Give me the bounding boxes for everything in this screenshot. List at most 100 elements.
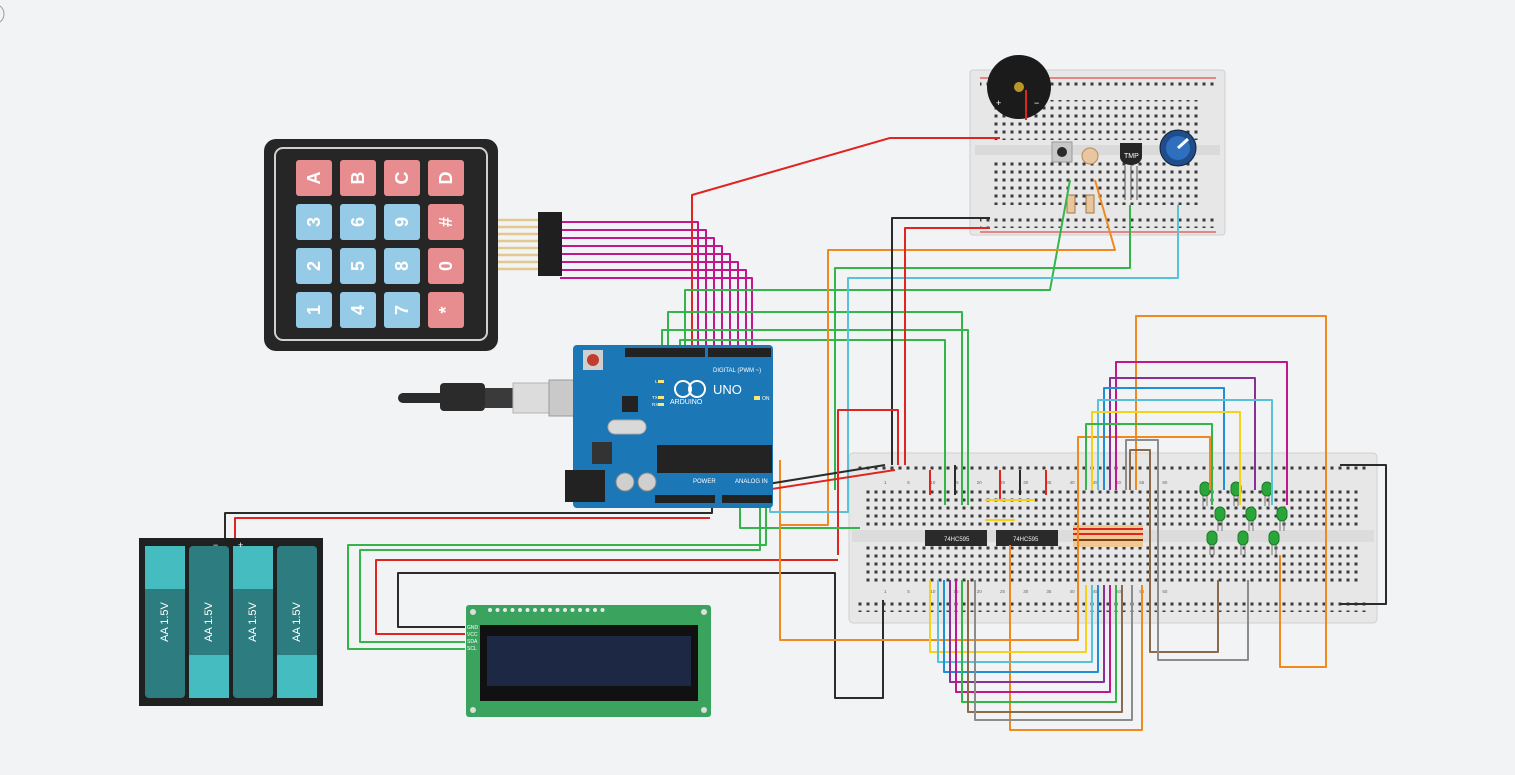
wire-green-3[interactable] (661, 329, 969, 505)
top-breadboard[interactable]: + − TMP (969, 55, 1226, 236)
keypad-key-3[interactable]: 3 (296, 204, 332, 240)
green-led[interactable] (1230, 481, 1242, 506)
wire-orange-4[interactable] (1009, 545, 1143, 731)
wire-magenta-led[interactable] (1115, 361, 1288, 505)
keypad-key-1[interactable]: 1 (296, 292, 332, 328)
wire-blue-led[interactable] (1103, 387, 1225, 490)
green-led[interactable] (1276, 506, 1288, 531)
chip-2[interactable]: 74HC595 (996, 530, 1058, 546)
wire-orange-2[interactable] (779, 436, 1211, 641)
led-label-l: L (655, 379, 658, 384)
keypad-key-*[interactable]: * (428, 292, 464, 328)
wire-battery-red[interactable] (234, 517, 710, 540)
wire-black-right[interactable] (1340, 464, 1387, 605)
col-number: 5 (907, 589, 910, 594)
wire-orange-3[interactable] (1135, 315, 1327, 668)
wire-gray-low[interactable] (974, 580, 1133, 721)
keypad-key-A[interactable]: A (296, 160, 332, 196)
keypad-key-0[interactable]: 0 (428, 248, 464, 284)
chip-1[interactable]: 74HC595 (925, 530, 987, 546)
keypad-key-label: 6 (348, 217, 368, 227)
photoresistor[interactable] (1081, 147, 1099, 165)
led-array[interactable] (1199, 481, 1288, 555)
arduino-uno[interactable]: DIGITAL (PWM ~) ARDUINO UNO ON POWER ANA… (398, 345, 773, 508)
power-jack[interactable] (565, 470, 605, 502)
wire-keypad-6[interactable] (560, 261, 739, 350)
reset-button[interactable] (587, 354, 599, 366)
col-number: 1 (884, 589, 887, 594)
wire-green-5[interactable] (834, 205, 1131, 490)
wire-keypad-8[interactable] (560, 277, 753, 350)
wire-purple-led[interactable] (1109, 377, 1256, 490)
wire-green-arduino[interactable] (739, 505, 860, 529)
keypad-key-C[interactable]: C (384, 160, 420, 196)
col-number: 5 (907, 480, 910, 485)
wire-lightblue-1[interactable] (769, 205, 1179, 513)
wire-purple-low[interactable] (949, 580, 1105, 683)
wire-keypad-1[interactable] (560, 221, 699, 350)
led-label-tx: TX (652, 395, 658, 400)
wire-brown-right[interactable] (1129, 449, 1219, 653)
keypad-key-6[interactable]: 6 (340, 204, 376, 240)
green-led[interactable] (1245, 506, 1257, 531)
keypad-key-#[interactable]: # (428, 204, 464, 240)
col-number: 20 (977, 589, 983, 594)
keypad-key-2[interactable]: 2 (296, 248, 332, 284)
keypad-key-D[interactable]: D (428, 160, 464, 196)
keypad-key-B[interactable]: B (340, 160, 376, 196)
wire-lcd-gnd[interactable] (397, 572, 884, 699)
lcd-display[interactable]: GND VCC SDA SCL (466, 605, 711, 717)
resistor-bank[interactable] (1073, 525, 1143, 547)
wire-green-led[interactable] (1085, 423, 1213, 505)
keypad-connector[interactable] (538, 212, 562, 276)
usb-cable[interactable] (440, 383, 485, 411)
green-led[interactable] (1199, 481, 1211, 506)
wire-keypad-5[interactable] (560, 253, 731, 350)
battery-cell: AA 1.5V (145, 546, 185, 698)
wire-keypad-2[interactable] (560, 229, 707, 350)
keypad-key-label: 8 (392, 261, 412, 271)
wire-orange-1[interactable] (779, 179, 1116, 526)
wire-red-loop[interactable] (837, 409, 899, 555)
wire-keypad-4[interactable] (560, 245, 723, 350)
led-label-rx: RX (652, 402, 658, 407)
wire-lcd-scl[interactable] (347, 505, 767, 650)
resistor-2[interactable] (1085, 194, 1095, 214)
wire-black-rail[interactable] (891, 217, 990, 465)
wire-lightblue-low[interactable] (937, 580, 1093, 663)
wire-red-buzzer[interactable] (691, 137, 1000, 350)
wire-lcd-vcc[interactable] (375, 559, 838, 635)
keypad-key-7[interactable]: 7 (384, 292, 420, 328)
wire-yellow-low[interactable] (929, 580, 1087, 653)
wire-red-rail[interactable] (904, 227, 990, 465)
green-led[interactable] (1268, 530, 1280, 555)
keypad-key-8[interactable]: 8 (384, 248, 420, 284)
green-led[interactable] (1206, 530, 1218, 555)
wire-keypad-7[interactable] (560, 269, 747, 350)
wire-green-low[interactable] (961, 580, 1117, 703)
green-led[interactable] (1214, 506, 1226, 531)
keypad-key-9[interactable]: 9 (384, 204, 420, 240)
wire-yellow-led[interactable] (1091, 411, 1241, 505)
wire-lcd-sda[interactable] (359, 505, 761, 643)
wire-brown-low[interactable] (967, 580, 1123, 713)
usb-plug[interactable] (512, 382, 550, 414)
wire-blue-low[interactable] (943, 580, 1099, 673)
corner-icon[interactable] (0, 4, 5, 24)
keypad-key-4[interactable]: 4 (340, 292, 376, 328)
keypad-key-label: 5 (348, 261, 368, 271)
wire-green-1[interactable] (684, 179, 1071, 350)
col-number: 50 (1116, 589, 1122, 594)
wire-magenta-low[interactable] (955, 580, 1111, 693)
keypad-key-label: 3 (304, 217, 324, 227)
temperature-sensor[interactable] (1120, 143, 1142, 165)
keypad-key-5[interactable]: 5 (340, 248, 376, 284)
wire-gray-right[interactable] (1125, 439, 1249, 661)
wire-lightblue-led[interactable] (1097, 399, 1273, 505)
resistor-1[interactable] (1066, 194, 1076, 214)
green-led[interactable] (1261, 481, 1273, 506)
green-led[interactable] (1237, 530, 1249, 555)
